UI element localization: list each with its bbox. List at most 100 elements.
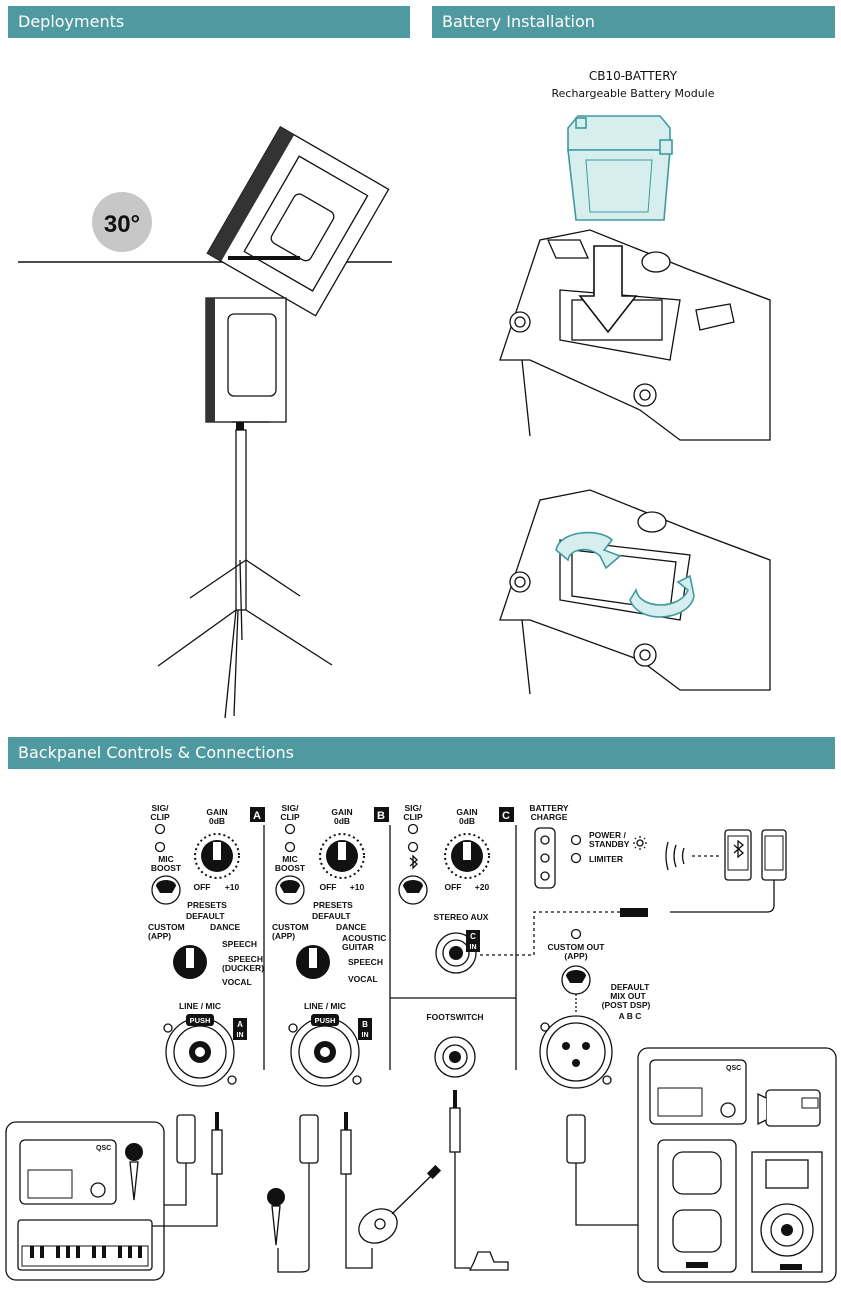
quarter-inch-plug-b-icon (340, 1129, 352, 1175)
channel-c-sig-clip-label: SIG/ (404, 803, 422, 813)
channel-b-sig-clip-led (284, 823, 296, 835)
channel-a-preset-default: DEFAULT (186, 911, 225, 921)
channel-a-presets: PRESETS CUSTOM (APP) DEFAULT DANCE SPEEC… (148, 900, 264, 987)
mixer-keyboard-group: QSC (5, 1121, 165, 1281)
footswitch-label: FOOTSWITCH (426, 1012, 483, 1022)
battery-module-illustration (567, 115, 673, 221)
channel-a-gain-label: GAIN (206, 807, 227, 817)
channel-c-gain-0db-label: 0dB (459, 816, 475, 826)
channel-b-letter: B (377, 810, 385, 822)
sun-icon (636, 839, 644, 847)
channel-b-gain-max-label: +10 (350, 882, 365, 892)
channel-b-preset-vocal: VOCAL (348, 974, 378, 984)
tilt-angle-badge: 30° (92, 192, 152, 252)
channel-b-boost-label: BOOST (275, 863, 306, 873)
channel-c-sig-clip-led (407, 823, 419, 835)
channel-b-gain-label: GAIN (331, 807, 352, 817)
channel-b-push-tab[interactable] (311, 1014, 339, 1026)
footswitch-input: FOOTSWITCH (426, 1012, 484, 1078)
channel-a-gain-0db-label: 0dB (209, 816, 225, 826)
limiter-led (570, 852, 582, 864)
battery-charge-label-2: CHARGE (531, 812, 568, 822)
output-mixer-brand-label: QSC (726, 1065, 741, 1072)
footswitch-plug-icon (449, 1107, 461, 1153)
channel-a-controls: SIG/ CLIP MIC BOOST GAIN 0dB OFF +10 (150, 803, 240, 905)
microphone-handheld-icon (267, 1188, 285, 1206)
bluetooth-devices (478, 829, 787, 956)
status-panel: BATTERY CHARGE POWER / STANDBY LIMITER (529, 803, 647, 889)
channel-a-sig-clip-label: SIG/ (151, 803, 169, 813)
channel-a-preset-speech: SPEECH (222, 939, 257, 949)
channel-b-push-label: PUSH (315, 1016, 336, 1025)
channel-c-letter: C (502, 810, 510, 822)
channel-b-in-label: IN (362, 1032, 369, 1039)
footswitch-pedal-icon (468, 1251, 509, 1271)
battery-installation-section-header: Battery Installation (432, 6, 835, 38)
studio-monitor-icon (751, 1151, 823, 1273)
channel-a-clip-label: CLIP (150, 812, 170, 822)
channel-c-gain-max-label: +20 (475, 882, 490, 892)
channel-a-push-tab[interactable] (186, 1014, 214, 1026)
bluetooth-icon (409, 854, 418, 870)
xlr-output-jack[interactable] (546, 1022, 606, 1082)
xlr-plug-b-icon (299, 1114, 319, 1164)
pole-mounted-speaker-illustration (157, 297, 333, 719)
channel-a-line-mic-label: LINE / MIC (179, 1001, 221, 1011)
channel-b-preset-speech: SPEECH (348, 957, 383, 967)
battery-description-label: Rechargeable Battery Module (551, 87, 714, 100)
channel-c-bluetooth-led (407, 841, 419, 853)
power-label: POWER / (589, 830, 626, 840)
powered-speaker-icon (657, 1139, 737, 1273)
custom-out-label: CUSTOM OUT (548, 942, 606, 952)
channel-b-presets-title: PRESETS (313, 900, 353, 910)
channel-b-presets: PRESETS CUSTOM (APP) DEFAULT DANCE ACOUS… (272, 900, 386, 984)
channel-a-presets-title: PRESETS (187, 900, 227, 910)
xlr-output-plug-icon (566, 1114, 586, 1164)
custom-out-led (570, 928, 582, 940)
channel-b-in-letter: B (362, 1020, 368, 1029)
mix-out-label: MIX OUT (610, 991, 646, 1001)
channel-c-in-letter: C (470, 932, 476, 941)
tilt-angle-label: 30° (104, 211, 140, 238)
channel-c-gain-label: GAIN (456, 807, 477, 817)
battery-model-label: CB10-BATTERY (589, 69, 678, 83)
channel-b-preset-app: (APP) (272, 931, 295, 941)
default-mix-label: DEFAULT (611, 982, 650, 992)
backpanel-section-header: Backpanel Controls & Connections (8, 737, 835, 769)
stereo-aux-input: STEREO AUX C IN (434, 912, 489, 974)
channel-a-preset-custom: CUSTOM (148, 922, 185, 932)
channel-a-preset-ducker: (DUCKER) (222, 963, 264, 973)
battery-level-indicator (534, 827, 556, 889)
channel-b-preset-guitar: GUITAR (342, 942, 374, 952)
channel-b-gain-off-label: OFF (320, 882, 337, 892)
mixer-brand-label: QSC (96, 1145, 111, 1152)
battery-charge-label: BATTERY (529, 803, 569, 813)
aux-mini-plug-icon (620, 908, 648, 917)
acoustic-guitar-icon (358, 1208, 398, 1244)
channel-b-preset-default: DEFAULT (312, 911, 351, 921)
channel-b-line-mic-label: LINE / MIC (304, 1001, 346, 1011)
channel-a-preset-vocal: VOCAL (222, 977, 252, 987)
custom-out-section: CUSTOM OUT (APP) DEFAULT MIX OUT (POST D… (548, 928, 650, 1021)
channel-b-preset-custom: CUSTOM (272, 922, 309, 932)
channel-a-preset-speech-ducker: SPEECH (228, 954, 263, 964)
limiter-label: LIMITER (589, 854, 623, 864)
xlr-plug-icon (176, 1114, 196, 1164)
quarter-inch-plug-icon (211, 1129, 223, 1175)
channel-a-boost-label: BOOST (151, 863, 182, 873)
channel-b-sig-clip-label: SIG/ (281, 803, 299, 813)
latch-arrow-right-icon (629, 574, 695, 618)
stereo-aux-label: STEREO AUX (434, 912, 489, 922)
channel-b-controls: SIG/ CLIP MIC BOOST GAIN 0dB OFF +10 (275, 803, 365, 905)
channel-b-gain-0db-label: 0dB (334, 816, 350, 826)
input-cables (152, 1090, 638, 1273)
channel-c-clip-label: CLIP (403, 812, 423, 822)
channel-a-mic-boost-led (154, 841, 166, 853)
channel-c-controls: SIG/ CLIP GAIN 0dB OFF +20 (398, 803, 490, 905)
channel-a-in-label: IN (237, 1032, 244, 1039)
tilted-speaker-illustration (18, 125, 392, 317)
battery-bay-latched-illustration (499, 489, 771, 695)
channel-b-preset-dance: DANCE (336, 922, 367, 932)
channel-b-clip-label: CLIP (280, 812, 300, 822)
